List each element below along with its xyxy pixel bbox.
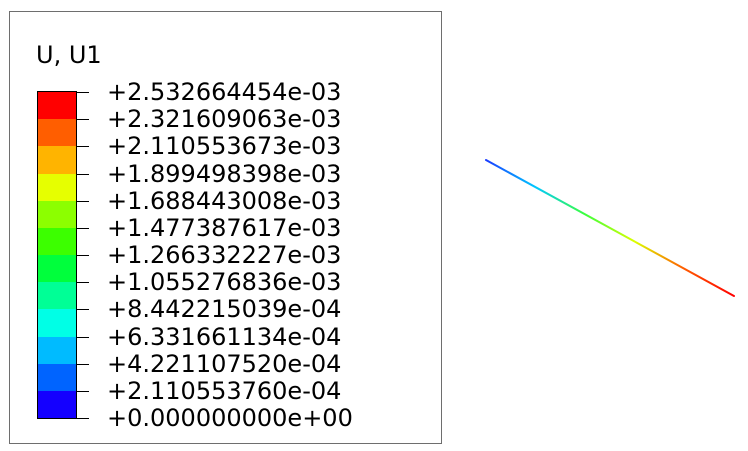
legend-tick-label: +1.688443008e-03 xyxy=(107,187,342,215)
legend-tick xyxy=(77,228,89,229)
color-band xyxy=(38,309,76,337)
color-spectrum-bar xyxy=(37,91,77,419)
legend-tick-label: +8.442215039e-04 xyxy=(107,295,342,323)
color-band xyxy=(38,255,76,283)
legend-tick-label: +0.000000000e+00 xyxy=(107,404,353,432)
color-band xyxy=(38,282,76,310)
legend-tick xyxy=(77,119,89,120)
legend-frame xyxy=(9,11,442,444)
legend-tick-label: +6.331661134e-04 xyxy=(107,323,342,351)
legend-tick xyxy=(77,364,89,365)
legend-tick xyxy=(77,174,89,175)
legend-tick xyxy=(77,282,89,283)
legend-tick-label: +2.110553760e-04 xyxy=(107,377,342,405)
legend-tick xyxy=(77,337,89,338)
legend-tick-label: +1.477387617e-03 xyxy=(107,214,342,242)
legend-tick xyxy=(77,391,89,392)
legend-tick xyxy=(77,146,89,147)
legend-tick-label: +2.110553673e-03 xyxy=(107,132,342,160)
beam-element[interactable] xyxy=(485,159,735,297)
color-band xyxy=(38,227,76,256)
color-band xyxy=(38,146,76,174)
color-band xyxy=(38,336,76,365)
legend-tick-label: +1.055276836e-03 xyxy=(107,268,342,296)
legend-tick-label: +1.266332227e-03 xyxy=(107,241,342,269)
legend-tick xyxy=(77,255,89,256)
color-band xyxy=(38,363,76,392)
legend-title: U, U1 xyxy=(36,41,102,69)
legend-tick xyxy=(77,92,89,93)
model-viewport[interactable] xyxy=(450,0,748,451)
legend-tick-label: +2.532664454e-03 xyxy=(107,78,342,106)
legend-tick xyxy=(77,418,89,419)
color-band xyxy=(38,92,76,120)
color-band xyxy=(38,119,76,147)
legend-tick-label: +1.899498398e-03 xyxy=(107,160,342,188)
legend-tick-label: +2.321609063e-03 xyxy=(107,105,342,133)
color-band xyxy=(38,390,76,419)
legend-tick xyxy=(77,201,89,202)
color-band xyxy=(38,200,76,229)
color-band xyxy=(38,173,76,202)
legend-tick-label: +4.221107520e-04 xyxy=(107,350,342,378)
legend-tick xyxy=(77,309,89,310)
